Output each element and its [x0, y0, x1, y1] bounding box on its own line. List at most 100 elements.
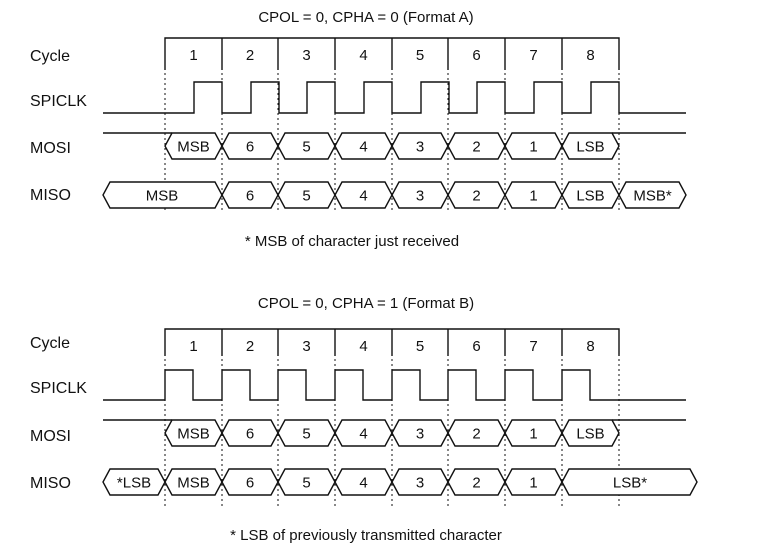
cycle-number: 1: [189, 47, 197, 64]
mosi-bit: 1: [504, 419, 563, 447]
miso-bit-text: 3: [416, 475, 424, 492]
cycle-number: 8: [586, 338, 594, 355]
mosi-bit: LSB: [561, 419, 620, 447]
miso-bit-shape: [504, 181, 563, 209]
mosi-bit: 5: [277, 132, 336, 160]
mosi-bit: 4: [334, 132, 393, 160]
mosi-bit: 6: [221, 419, 279, 447]
miso-bit-text: 5: [302, 188, 310, 205]
miso-bit-text: 5: [302, 475, 310, 492]
mosi-bit: 3: [391, 132, 449, 160]
cycle-number: 7: [529, 338, 537, 355]
miso-bit-text: 1: [529, 188, 537, 205]
format-a-note: * MSB of character just received: [245, 233, 459, 250]
miso-bit-text: 2: [472, 475, 480, 492]
mosi-bit-shape: [391, 419, 449, 447]
cycle-number: 2: [246, 47, 254, 64]
miso-bit: 4: [334, 468, 393, 496]
mosi-bit-text: LSB: [576, 139, 604, 156]
miso-bit: 2: [447, 468, 506, 496]
miso-bit: 2: [447, 181, 506, 209]
miso-bit-text: 1: [529, 475, 537, 492]
cycle-boundary-guides: [164, 38, 620, 212]
mosi-bit-text: LSB: [576, 426, 604, 443]
mosi-bit: 4: [334, 419, 393, 447]
miso-trailing-bit-shape: [618, 181, 687, 209]
miso-bit-shape: [164, 468, 223, 496]
miso-bit-text: 6: [246, 188, 254, 205]
cycle-number: 6: [472, 338, 480, 355]
format-a-timing: CPOL = 0, CPHA = 0 (Format A) Cycle SPIC…: [30, 9, 687, 250]
mosi-bit: 2: [447, 419, 506, 447]
spiclk-waveform: [103, 81, 686, 114]
mosi-bit-text: MSB: [177, 139, 210, 156]
mosi-bit-shape: [447, 419, 506, 447]
miso-bit: LSB: [561, 181, 620, 209]
miso-leading-bit: *LSB: [102, 468, 166, 496]
miso-bit: 3: [391, 468, 449, 496]
miso-bus: MSB 6 5 4 3 2 1 LSB MSB*: [102, 181, 687, 209]
miso-bit: 1: [504, 468, 563, 496]
cycle-number: 3: [302, 47, 310, 64]
mosi-bit: LSB: [561, 132, 620, 160]
mosi-bit-shape: [164, 132, 223, 160]
mosi-bit-text: 4: [359, 426, 367, 443]
mosi-bit: 5: [277, 419, 336, 447]
miso-bit-text: 3: [416, 188, 424, 205]
mosi-bit-shape: [561, 419, 620, 447]
miso-bit-shape: [447, 181, 506, 209]
format-b-title: CPOL = 0, CPHA = 1 (Format B): [258, 295, 474, 312]
cycle-number: 2: [246, 338, 254, 355]
miso-bit-shape: [221, 181, 279, 209]
miso-trailing-bit-text: MSB*: [633, 188, 672, 205]
mosi-bit-shape: [164, 419, 223, 447]
cycle-number: 8: [586, 47, 594, 64]
mosi-bit-shape: [561, 132, 620, 160]
miso-bit-shape: [447, 468, 506, 496]
cycle-number: 1: [189, 338, 197, 355]
cycle-number: 3: [302, 338, 310, 355]
miso-bit-text: 4: [359, 475, 367, 492]
miso-bit: 1: [504, 181, 563, 209]
mosi-bit-text: 5: [302, 139, 310, 156]
mosi-bit-text: 3: [416, 139, 424, 156]
miso-leading-bit: MSB: [102, 181, 223, 209]
miso-bit-shape: [391, 468, 449, 496]
miso-bit-text: 6: [246, 475, 254, 492]
miso-bit-shape: [334, 181, 393, 209]
miso-trailing-bit: MSB*: [618, 181, 687, 209]
mosi-bit-shape: [221, 132, 279, 160]
mosi-bit: 3: [391, 419, 449, 447]
miso-bit-shape: [277, 468, 336, 496]
miso-trailing-bit-text: LSB*: [613, 475, 647, 492]
miso-bit-text: 4: [359, 188, 367, 205]
mosi-bit-text: 1: [529, 426, 537, 443]
miso-bit-shape: [334, 468, 393, 496]
mosi-bit: 2: [447, 132, 506, 160]
miso-bit-shape: [561, 181, 620, 209]
miso-bit-text: LSB: [576, 188, 604, 205]
miso-leading-bit-shape: [102, 468, 166, 496]
mosi-bit-shape: [334, 132, 393, 160]
mosi-bit-shape: [391, 132, 449, 160]
miso-bit: MSB: [164, 468, 223, 496]
mosi-bit: MSB: [164, 419, 223, 447]
miso-bit-shape: [277, 181, 336, 209]
mosi-bit-text: 5: [302, 426, 310, 443]
cycle-number: 4: [359, 47, 367, 64]
miso-bit-shape: [221, 468, 279, 496]
miso-bit: 5: [277, 181, 336, 209]
format-a-miso-label: MISO: [30, 187, 71, 204]
miso-trailing-bit: LSB*: [561, 468, 698, 496]
mosi-bit-shape: [277, 132, 336, 160]
mosi-bit-text: 2: [472, 139, 480, 156]
mosi-bit-shape: [334, 419, 393, 447]
format-b-timing: CPOL = 0, CPHA = 1 (Format B) Cycle SPIC…: [30, 295, 698, 544]
format-a-mosi-label: MOSI: [30, 140, 71, 157]
miso-trailing-bit-shape: [561, 468, 698, 496]
